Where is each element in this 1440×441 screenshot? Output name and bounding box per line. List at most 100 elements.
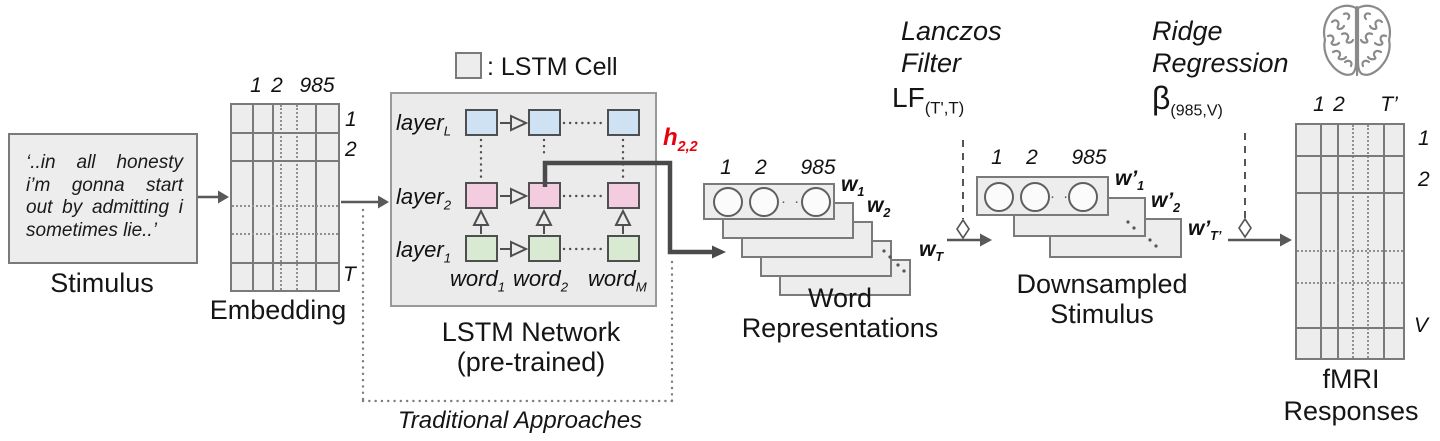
unit-circle xyxy=(713,187,743,217)
lstm-network-label-line1: LSTM Network xyxy=(441,317,621,347)
unit-circle xyxy=(1020,182,1050,212)
fmri-col-header: T’ xyxy=(1380,93,1398,116)
matrix-gridline xyxy=(1320,125,1322,358)
lstm-cell-legend-label: : LSTM Cell xyxy=(487,53,618,81)
matrix-gridline xyxy=(1297,192,1403,194)
stimulus-label: Stimulus xyxy=(50,268,154,298)
unit-circle xyxy=(1068,182,1098,212)
matrix-gridline-dotted xyxy=(296,105,298,290)
lstm-cell xyxy=(465,109,498,136)
lanczos-label-line1: Lanczos xyxy=(901,16,1002,46)
lanczos-label-line2: Filter xyxy=(901,48,961,78)
lstm-layer-label: layer2 xyxy=(396,184,452,213)
matrix-gridline-dotted xyxy=(232,205,338,207)
matrix-gridline xyxy=(1337,125,1339,358)
ellipsis-dots: · · xyxy=(1050,188,1071,205)
arrow-embedding-to-lstm xyxy=(341,195,389,209)
embedding-col-header: 2 xyxy=(271,74,283,97)
traditional-approaches-label: Traditional Approaches xyxy=(397,407,643,434)
word-repr-col-header: 1 xyxy=(720,156,732,179)
embedding-matrix xyxy=(230,103,340,292)
lstm-cell xyxy=(528,109,561,136)
embedding-row-label: T xyxy=(343,263,356,286)
downsampled-row-label: w’T’ xyxy=(1188,217,1222,244)
lstm-word-label: word2 xyxy=(513,266,569,295)
lstm-word-label: word1 xyxy=(450,266,506,295)
arrow-stimulus-to-embedding xyxy=(198,190,229,204)
downsampled-row-label: w’2 xyxy=(1151,189,1181,216)
downsampled-col-header: 985 xyxy=(1071,146,1107,169)
embedding-col-header: 1 xyxy=(250,74,262,97)
fmri-row-label: V xyxy=(1414,314,1429,337)
downsampled-label-line2: Stimulus xyxy=(1050,299,1154,329)
fmri-col-header: 2 xyxy=(1333,93,1345,116)
matrix-gridline xyxy=(232,160,338,162)
embedding-col-header: 985 xyxy=(299,74,335,97)
lstm-network-label-line2: (pre-trained) xyxy=(456,347,606,377)
fmri-label-line1: fMRI xyxy=(1322,364,1380,394)
word-repr-row-label: w1 xyxy=(841,173,865,200)
embedding-row-label: 1 xyxy=(345,108,357,131)
word-repr-col-header: 2 xyxy=(755,156,767,179)
matrix-gridline xyxy=(315,105,317,290)
lstm-layer-label: layerL xyxy=(396,110,452,139)
downsampled-sheet-top: · · xyxy=(976,176,1109,216)
matrix-gridline-dotted xyxy=(232,233,338,235)
matrix-gridline xyxy=(1383,125,1385,358)
matrix-gridline xyxy=(232,262,338,264)
word-repr-label-line2: Representations xyxy=(741,313,939,343)
downsampled-row-label: w’1 xyxy=(1115,167,1145,194)
hidden-state-label: h2,2 xyxy=(663,124,698,155)
matrix-gridline xyxy=(252,105,254,290)
ridge-label-line2: Regression xyxy=(1152,48,1289,78)
stimulus-text-line: out by admitting i xyxy=(26,197,183,218)
matrix-gridline xyxy=(1297,327,1403,329)
lstm-cell xyxy=(465,235,498,262)
matrix-gridline xyxy=(272,105,274,290)
stimulus-text-line: sometimes lie..’ xyxy=(26,219,157,241)
lstm-cell xyxy=(528,235,561,262)
ridge-label-line1: Ridge xyxy=(1152,16,1223,46)
downsampled-col-header: 2 xyxy=(1026,146,1038,169)
word-repr-label-line1: Word xyxy=(807,283,873,313)
matrix-gridline-dotted xyxy=(1297,282,1403,284)
lstm-cell xyxy=(528,182,561,209)
lanczos-filter-symbol: LF(T',T) xyxy=(892,82,965,118)
word-repr-sheet-top: · · xyxy=(703,183,835,220)
fmri-matrix xyxy=(1295,123,1405,360)
downsampled-col-header: 1 xyxy=(991,146,1003,169)
word-repr-row-label: w2 xyxy=(867,194,891,221)
matrix-gridline-dotted xyxy=(1352,125,1354,358)
lstm-cell xyxy=(607,182,640,209)
lstm-layer-label: layer1 xyxy=(396,237,452,266)
unit-circle xyxy=(749,187,779,217)
word-repr-col-header: 985 xyxy=(800,156,836,179)
embedding-label: Embedding xyxy=(209,295,347,325)
matrix-gridline-dotted xyxy=(1297,250,1403,252)
unit-circle xyxy=(801,187,831,217)
matrix-gridline-dotted xyxy=(280,105,282,290)
lstm-cell xyxy=(607,235,640,262)
lstm-cell xyxy=(465,182,498,209)
ellipsis-dots: · · xyxy=(781,193,802,210)
stimulus-box: ‘..in all honesty i’m gonna start out by… xyxy=(8,133,198,264)
lstm-cell xyxy=(607,109,640,136)
fmri-row-label: 2 xyxy=(1418,168,1430,191)
stimulus-text-line: ‘..in all honesty xyxy=(26,152,183,173)
matrix-gridline-dotted xyxy=(1367,125,1369,358)
embedding-row-label: 2 xyxy=(345,138,357,161)
ridge-beta-symbol: β(985,V) xyxy=(1152,80,1223,120)
downsampled-label-line1: Downsampled xyxy=(1016,269,1188,299)
fmri-row-label: 1 xyxy=(1418,127,1430,150)
word-repr-row-label: wT xyxy=(919,238,944,265)
brain-icon xyxy=(1322,4,1392,77)
ridge-apply-connector xyxy=(1228,133,1292,247)
unit-circle xyxy=(984,182,1014,212)
matrix-gridline xyxy=(1297,155,1403,157)
fmri-label-line2: Responses xyxy=(1283,396,1419,426)
lstm-word-label: wordM xyxy=(588,266,647,295)
fmri-col-header: 1 xyxy=(1313,93,1325,116)
lstm-cell-legend-swatch xyxy=(455,52,482,79)
stimulus-text-line: i’m gonna start xyxy=(26,174,183,196)
